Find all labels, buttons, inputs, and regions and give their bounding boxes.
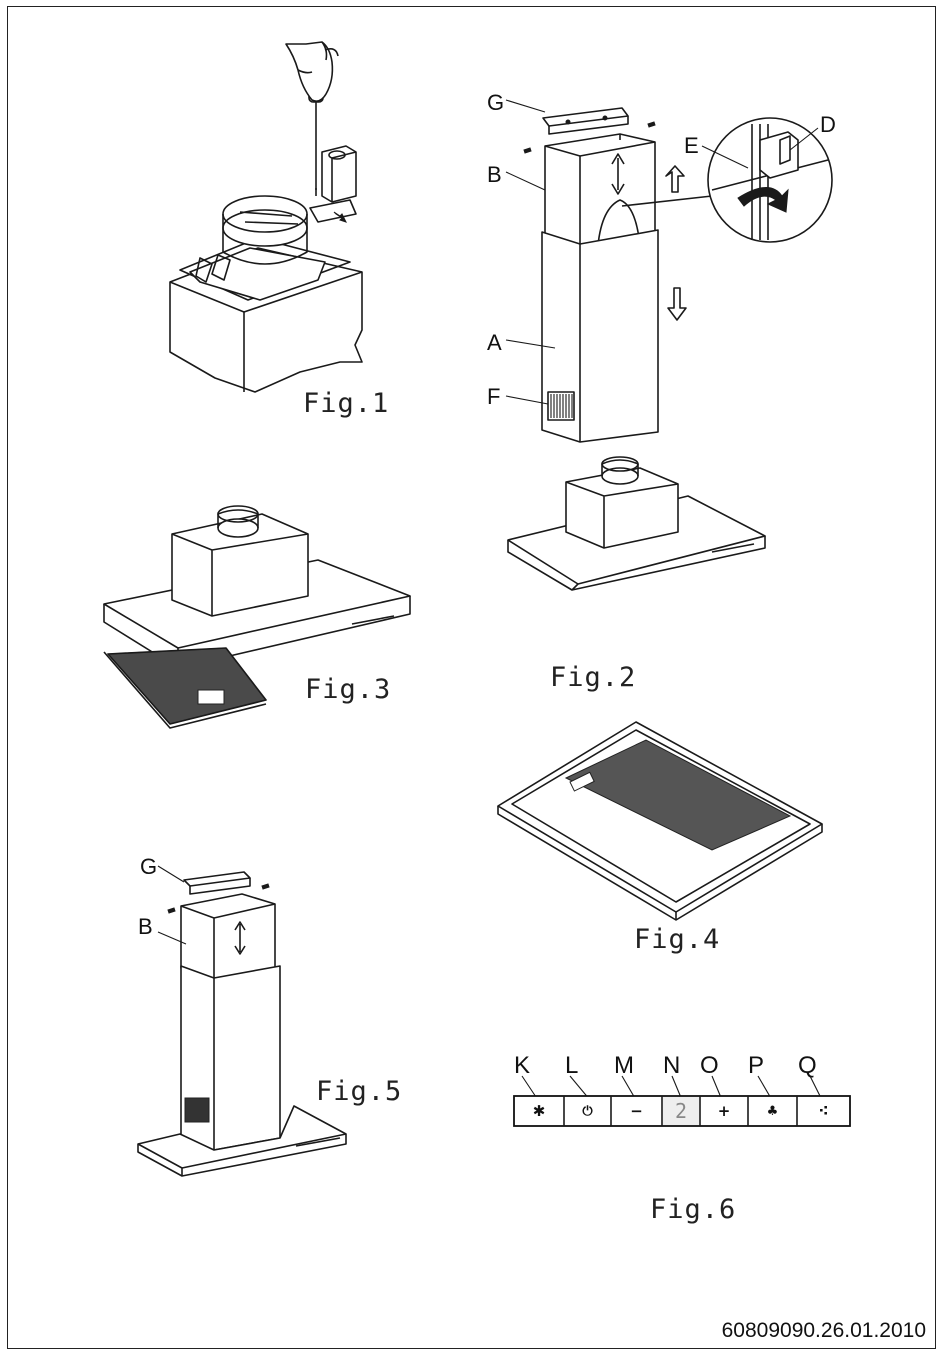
fan-icon: ♣ (748, 1096, 797, 1126)
panel-label-k: K (514, 1052, 530, 1080)
minus-icon: − (611, 1096, 662, 1126)
timer-icon: ⁖ (797, 1096, 850, 1126)
speed-display: 2 (662, 1096, 700, 1126)
document-code: 60809090.26.01.2010 (722, 1319, 926, 1343)
panel-label-o: O (700, 1052, 719, 1080)
panel-label-n: N (663, 1052, 680, 1080)
panel-label-l: L (565, 1052, 578, 1080)
fig5-label-g: G (140, 854, 157, 880)
fig5-label-b: B (138, 914, 153, 940)
power-icon: ⏻ (564, 1096, 611, 1126)
panel-label-q: Q (798, 1052, 817, 1080)
panel-label-p: P (748, 1052, 764, 1080)
panel-label-m: M (614, 1052, 634, 1080)
light-icon: ✱ (514, 1096, 564, 1126)
plus-icon: + (700, 1096, 748, 1126)
